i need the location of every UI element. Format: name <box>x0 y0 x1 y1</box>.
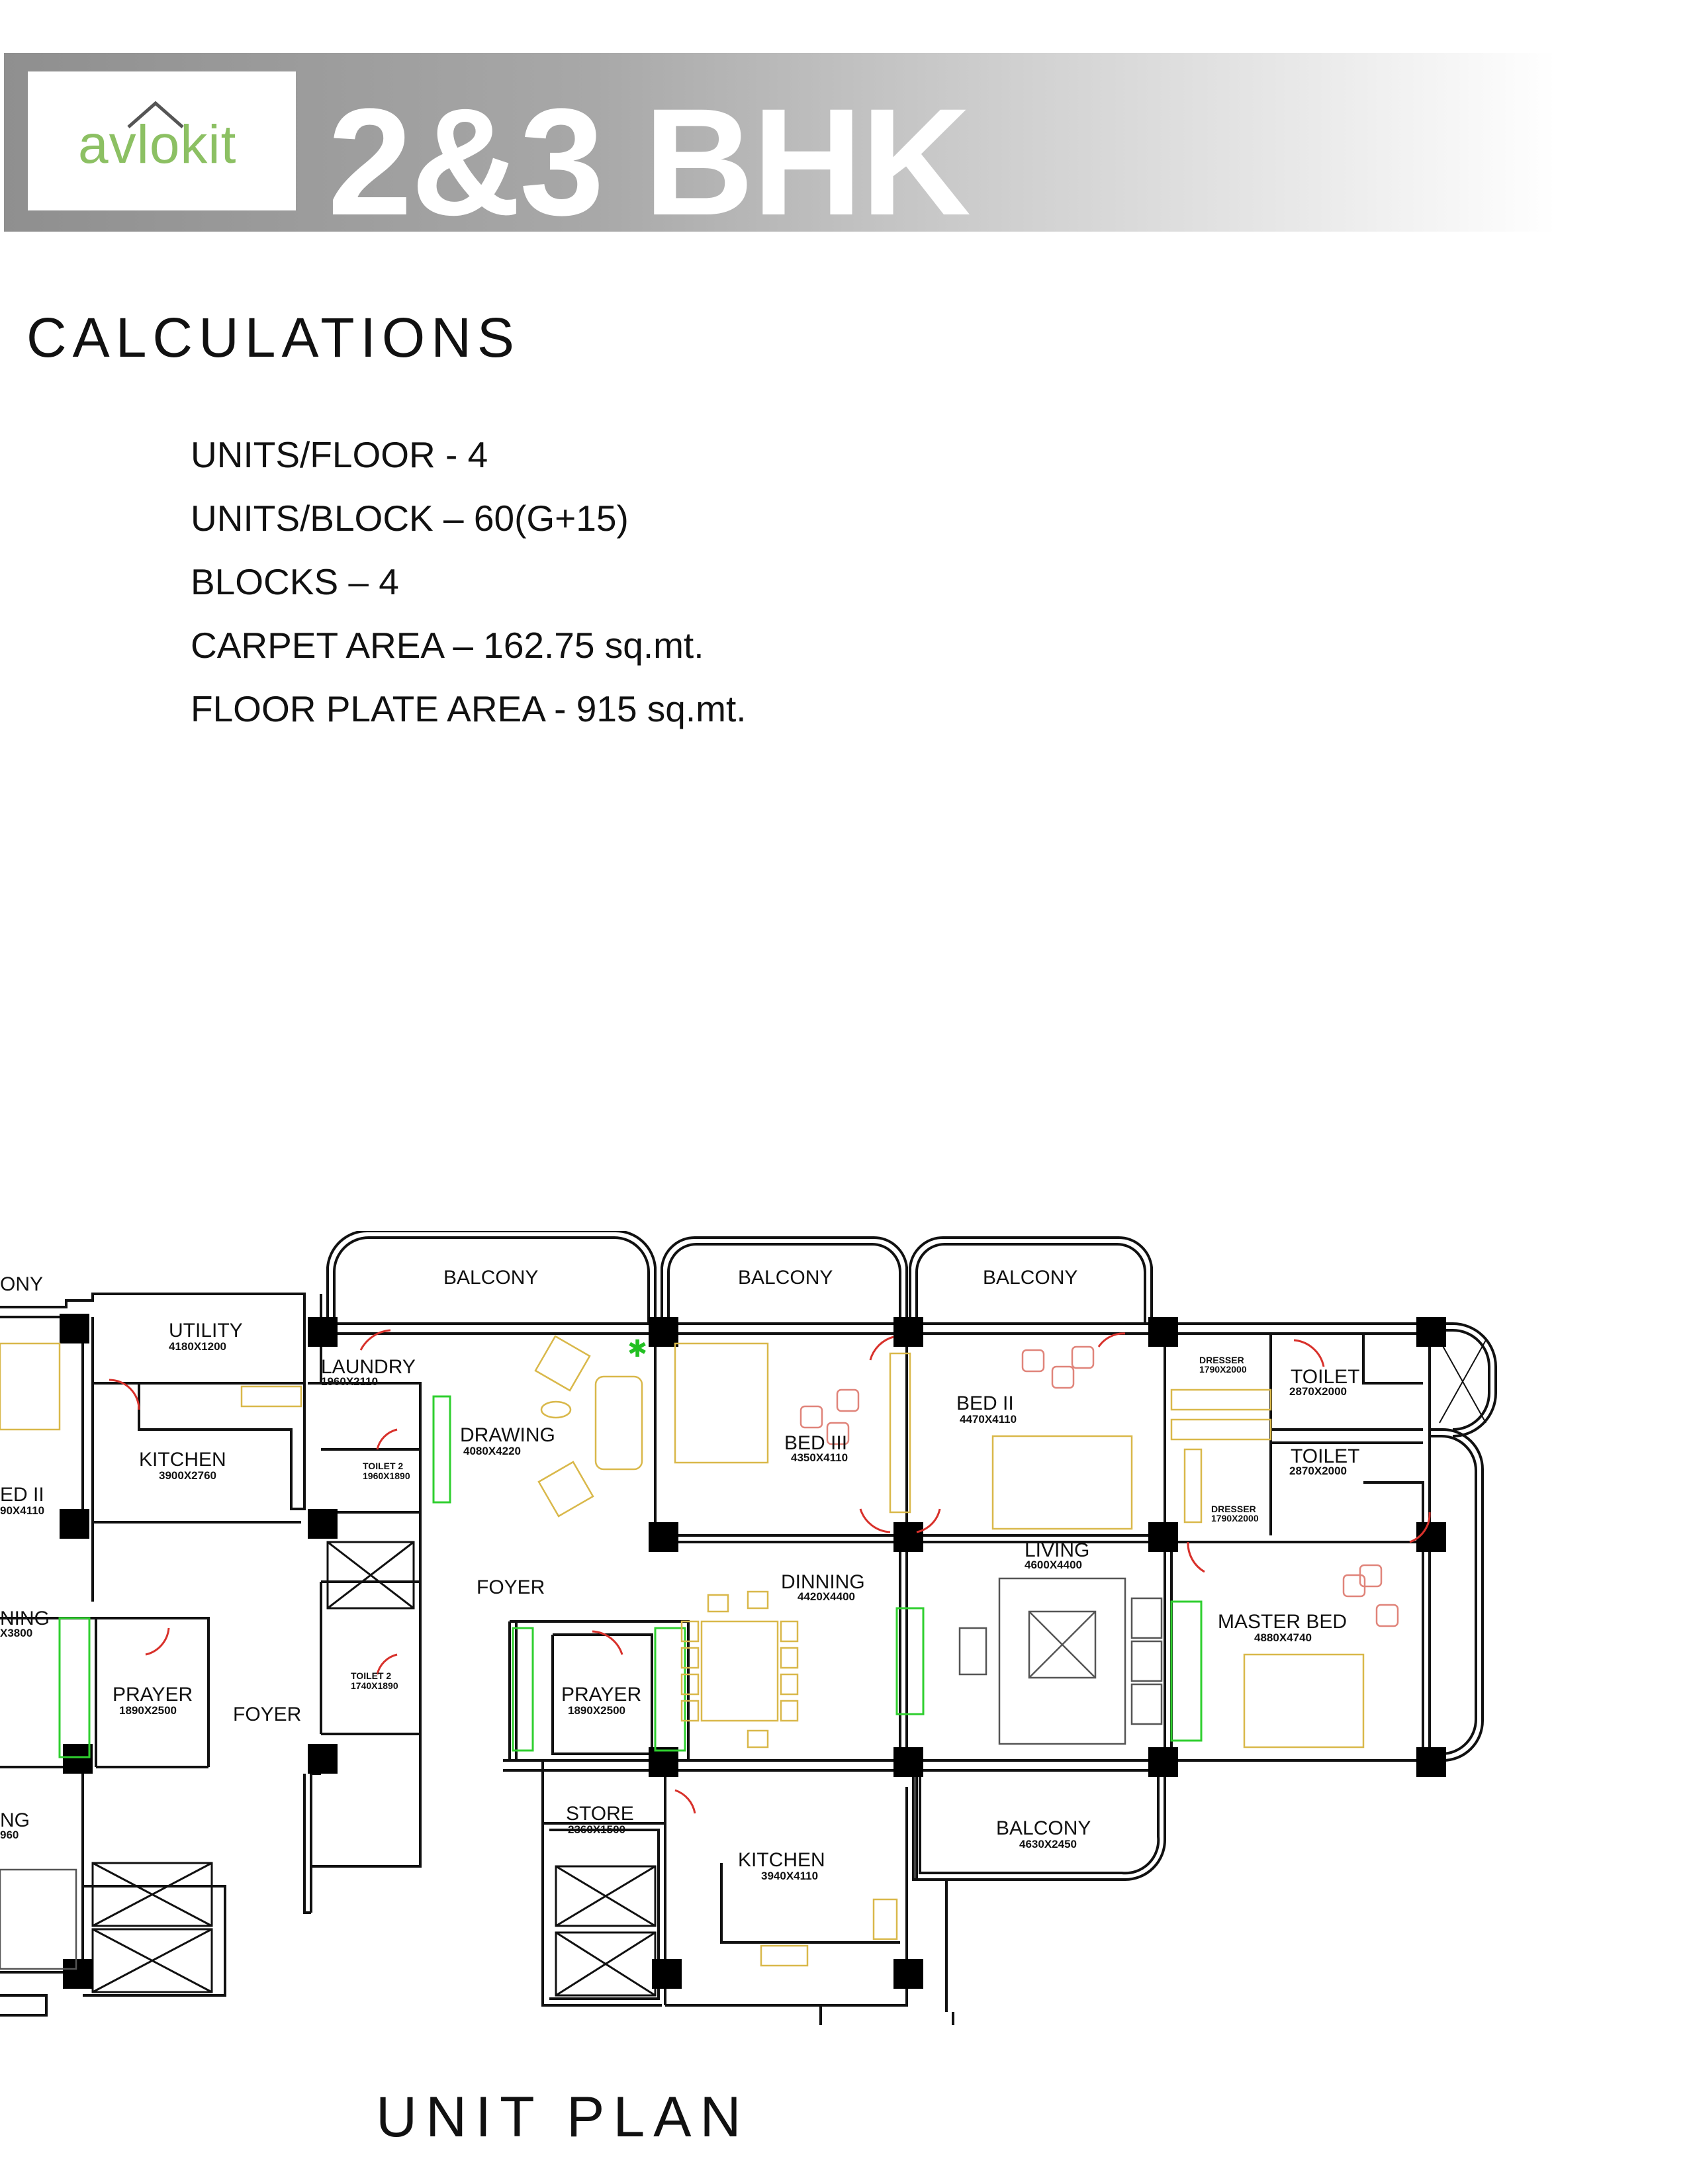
dim-master-bed: 4880X4740 <box>1254 1631 1312 1644</box>
furniture-red <box>800 1345 1399 1627</box>
dim-bed2: 4470X4110 <box>960 1413 1017 1426</box>
dim-dresser-2: 1790X2000 <box>1211 1513 1259 1524</box>
furniture-yellow <box>0 1335 1365 1967</box>
dim-store: 2360X1500 <box>568 1823 625 1836</box>
label-toilet-1: TOILET <box>1291 1366 1359 1388</box>
unit-floor-plan: ✱ ONY ED II 90X4110 NING X3800 NG 960 UT… <box>0 1231 1497 2025</box>
label-living: LIVING <box>1025 1539 1089 1561</box>
label-toilet-2: TOILET <box>1291 1445 1359 1467</box>
calculations-heading: CALCULATIONS <box>26 306 520 369</box>
label-bed-left: ED II <box>0 1484 44 1506</box>
dim-toilet2-b: 1740X1890 <box>351 1680 398 1691</box>
dim-balcony-4: 4630X2450 <box>1019 1838 1077 1850</box>
label-kitchen-b: KITCHEN <box>738 1849 825 1871</box>
dim-laundry: 1960X2110 <box>321 1375 378 1388</box>
calc-item-units-floor: UNITS/FLOOR - 4 <box>191 434 488 475</box>
calc-item-units-block: UNITS/BLOCK – 60(G+15) <box>191 498 629 539</box>
label-kitchen-a: KITCHEN <box>139 1449 226 1471</box>
label-utility: UTILITY <box>169 1320 243 1342</box>
dim-dinning: 4420X4400 <box>798 1590 855 1603</box>
plan-caption: UNIT PLAN <box>376 2085 750 2149</box>
dim-bed-left: 90X4110 <box>0 1504 44 1517</box>
dim-prayer-a: 1890X2500 <box>119 1704 177 1717</box>
dim-toilet-1: 2870X2000 <box>1289 1385 1347 1398</box>
label-dinning: DINNING <box>781 1571 865 1593</box>
structural-columns <box>60 1314 1446 1989</box>
label-balcony-left: ONY <box>0 1273 43 1295</box>
dim-drawing: 4080X4220 <box>463 1445 521 1457</box>
label-prayer-b: PRAYER <box>561 1684 641 1706</box>
label-dresser-2: DRESSER <box>1211 1504 1256 1514</box>
dim-toilet-2: 2870X2000 <box>1289 1465 1347 1477</box>
plan-walls <box>0 1231 1497 2025</box>
label-dining-left: NING <box>0 1608 50 1629</box>
dim-bed3: 4350X4110 <box>791 1451 848 1464</box>
label-bed2: BED II <box>956 1392 1014 1414</box>
label-balcony-4: BALCONY <box>996 1817 1091 1839</box>
calc-item-blocks: BLOCKS – 4 <box>191 561 399 602</box>
logo <box>28 71 296 210</box>
dim-dining-left: X3800 <box>0 1627 32 1639</box>
logo-roof-icon <box>127 101 184 128</box>
label-balcony-3: BALCONY <box>983 1267 1077 1289</box>
label-balcony-1: BALCONY <box>443 1267 538 1289</box>
label-balcony-2: BALCONY <box>738 1267 833 1289</box>
room-labels: ONY ED II 90X4110 NING X3800 NG 960 UTIL… <box>0 1267 1359 1882</box>
dim-kitchen-a: 3900X2760 <box>159 1469 216 1482</box>
dim-toilet2-a: 1960X1890 <box>363 1471 410 1481</box>
label-store: STORE <box>566 1803 634 1825</box>
label-prayer-a: PRAYER <box>113 1684 193 1706</box>
calculations-list: UNITS/FLOOR - 4 UNITS/BLOCK – 60(G+15) B… <box>191 432 747 749</box>
label-drawing: DRAWING <box>460 1424 555 1446</box>
calc-item-carpet-area: CARPET AREA – 162.75 sq.mt. <box>191 625 704 666</box>
dim-utility: 4180X1200 <box>169 1340 226 1353</box>
calc-item-floor-plate-area: FLOOR PLATE AREA - 915 sq.mt. <box>191 688 747 729</box>
dim-kitchen-b: 3940X4110 <box>761 1870 818 1882</box>
door-swings <box>109 1329 1431 1814</box>
living-sofa <box>0 1577 1163 1970</box>
page-title: 2&3 BHK <box>328 77 971 247</box>
label-dresser-1: DRESSER <box>1199 1355 1244 1365</box>
window-openings <box>58 1395 1203 1758</box>
service-shafts <box>91 1541 657 1997</box>
dim-dresser-1: 1790X2000 <box>1199 1364 1247 1375</box>
label-toilet2-a: TOILET 2 <box>363 1461 403 1471</box>
label-bed3: BED III <box>784 1432 847 1454</box>
dim-living-left: 960 <box>0 1829 19 1841</box>
dim-prayer-b: 1890X2500 <box>568 1704 625 1717</box>
dim-living: 4600X4400 <box>1025 1559 1082 1571</box>
label-foyer-b: FOYER <box>477 1576 545 1598</box>
label-master-bed: MASTER BED <box>1218 1611 1347 1633</box>
label-laundry: LAUNDRY <box>321 1356 416 1378</box>
logo-text: avlokit <box>78 114 237 175</box>
label-living-left: NG <box>0 1809 30 1831</box>
plant-icon: ✱ <box>627 1335 647 1362</box>
label-foyer-a: FOYER <box>233 1704 301 1725</box>
label-toilet2-b: TOILET 2 <box>351 1670 391 1681</box>
